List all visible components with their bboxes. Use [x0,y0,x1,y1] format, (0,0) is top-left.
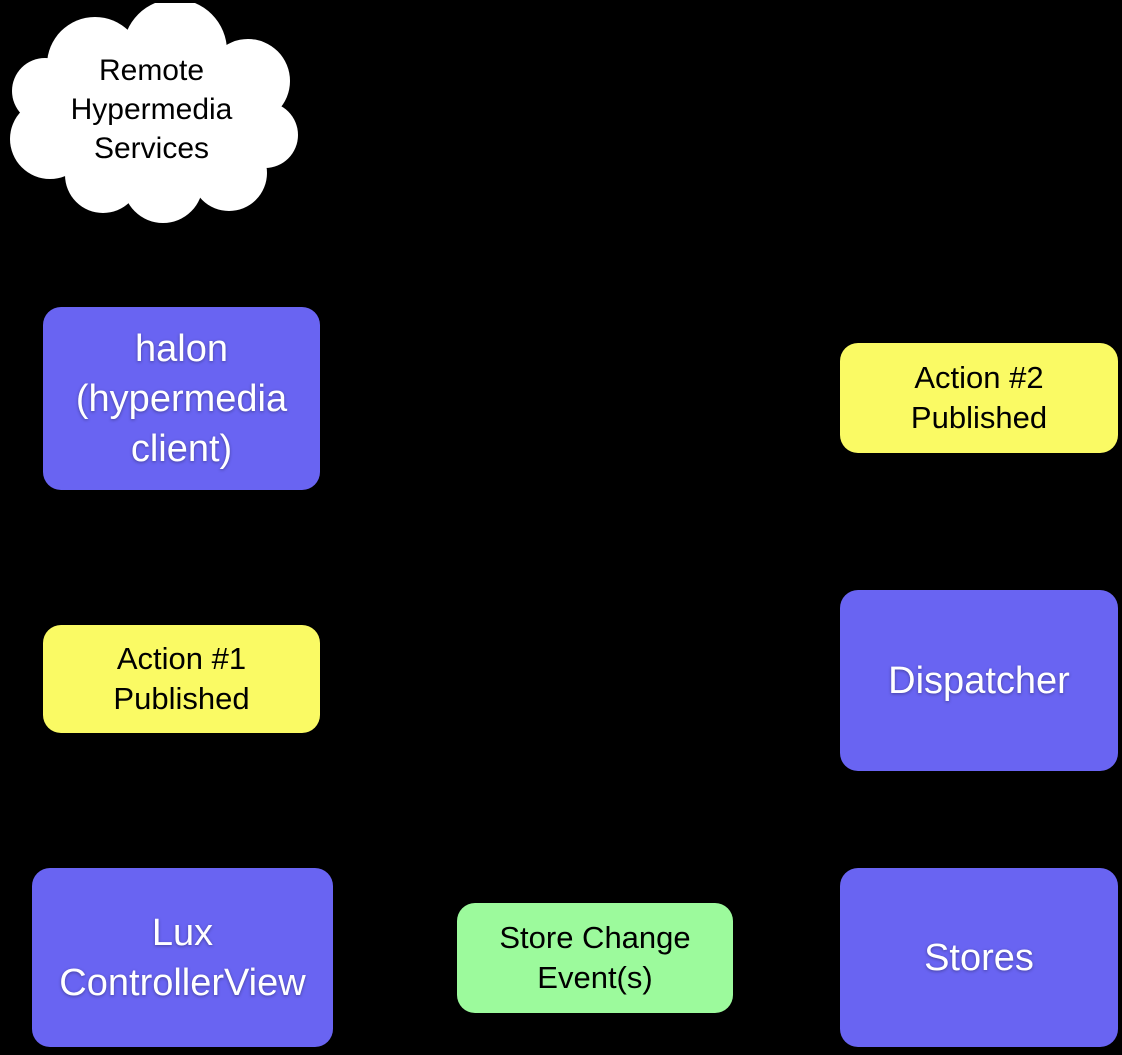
node-dispatcher: Dispatcher [840,590,1118,771]
cloud-label-line: Services [93,132,210,165]
cloud-label: Remote Hypermedia Services [25,51,278,168]
cloud-remote-hypermedia-services: Remote Hypermedia Services [5,3,298,224]
node-label-line: Action #2 [914,360,1044,395]
node-action-2-published: Action #2 Published [840,343,1118,453]
node-label-line: Published [113,681,250,716]
node-label-line: halon [135,327,228,370]
cloud-shape-icon [10,3,298,223]
node-label-line: Event(s) [537,960,653,995]
cloud-label-line: Hypermedia [70,93,233,126]
node-label-line: (hypermedia [75,377,288,420]
node-lux-controllerview: Lux ControllerView [32,868,333,1047]
node-label-line: Stores [924,936,1034,979]
node-label-line: Dispatcher [888,659,1070,702]
node-label-line: ControllerView [59,961,306,1004]
node-label-line: client) [130,427,233,470]
node-label-line: Published [910,400,1048,435]
node-label-line: Action #1 [116,641,247,676]
node-action-1-published: Action #1 Published [43,625,320,733]
node-label-line: Store Change [499,920,691,955]
node-store-change-events: Store Change Event(s) [457,903,733,1013]
cloud-label-line: Remote [98,54,205,87]
node-halon-hypermedia-client: halon (hypermedia client) [43,307,320,490]
node-stores: Stores [840,868,1118,1047]
node-label-line: Lux [151,911,214,954]
